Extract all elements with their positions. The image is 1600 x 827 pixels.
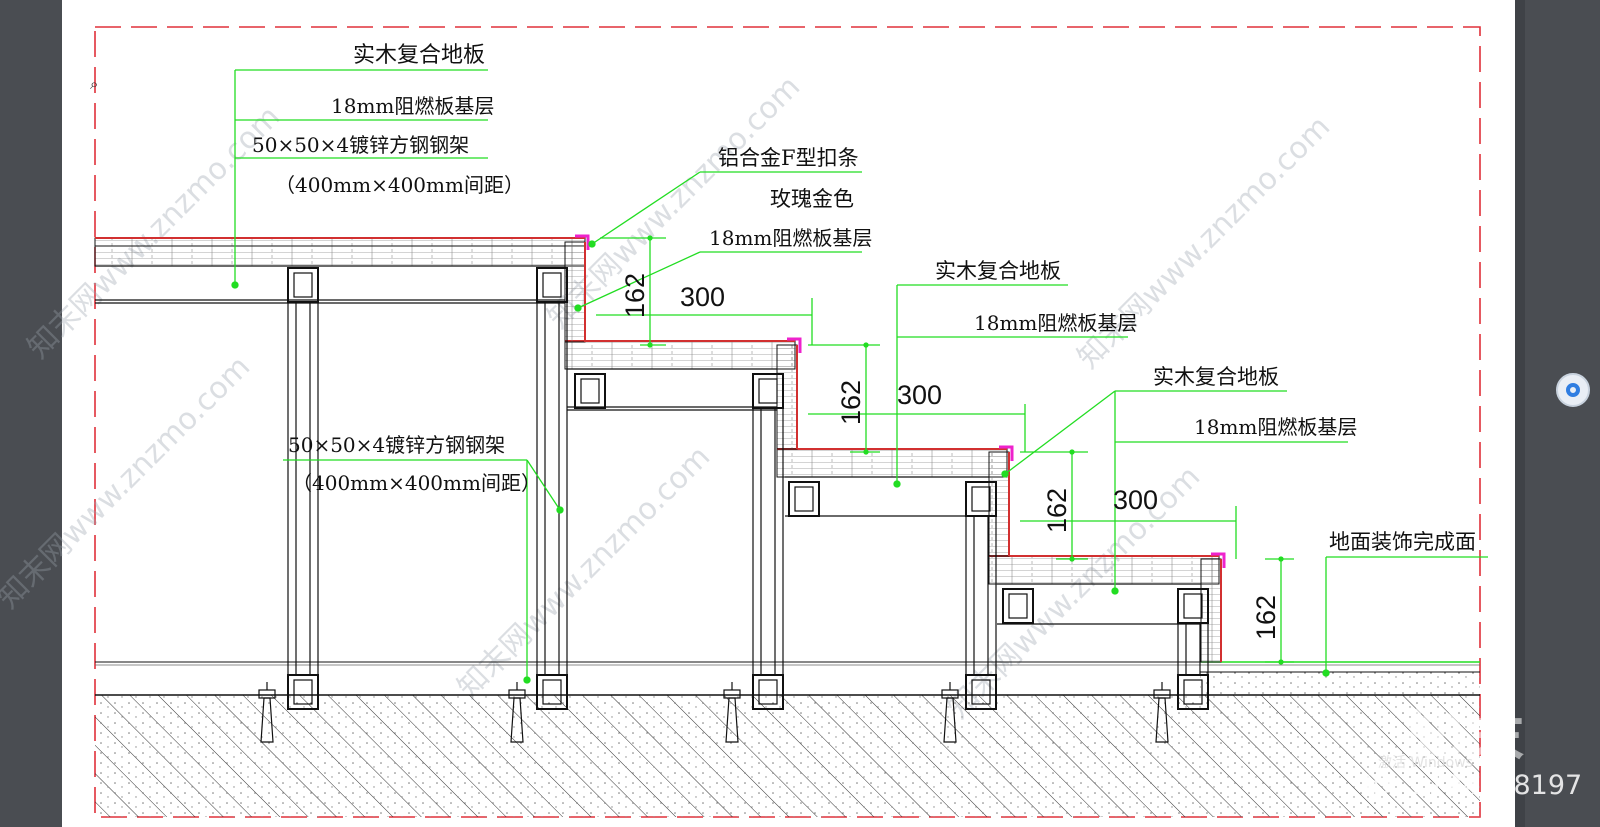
dim-tread-3: 300 xyxy=(1113,485,1158,515)
label-trim-color: 玫瑰金色 xyxy=(770,187,854,211)
label-low-frame: 50×50×4镀锌方钢钢架 xyxy=(288,433,505,457)
riser-layers xyxy=(564,241,1222,663)
dim-tread-2: 300 xyxy=(897,380,942,410)
label-step2-base: 18mm阻燃板基层 xyxy=(974,311,1137,335)
anchor-bolts xyxy=(258,682,1171,743)
dim-rise-3: 162 xyxy=(1042,488,1072,533)
annotations: 实木复合地板 18mm阻燃板基层 50×50×4镀锌方钢钢架 （400mm×40… xyxy=(252,43,1476,640)
label-top-floor: 实木复合地板 xyxy=(353,43,485,68)
steel-frame xyxy=(95,265,1209,710)
dim-rise-2: 162 xyxy=(836,380,866,425)
label-step2-floor: 实木复合地板 xyxy=(935,259,1061,283)
label-trim: 铝合金F型扣条 xyxy=(718,146,859,170)
zoom-icon[interactable]: ⌕ xyxy=(90,75,99,93)
floor-layers xyxy=(94,237,1220,585)
label-low-spacing: （400mm×400mm间距） xyxy=(292,471,541,495)
label-top-base: 18mm阻燃板基层 xyxy=(331,94,494,118)
dim-rise-4: 162 xyxy=(1251,595,1281,640)
label-top-spacing: （400mm×400mm间距） xyxy=(275,173,524,197)
scroll-track[interactable] xyxy=(1515,0,1525,827)
activate-windows-note: 激活 Windows xyxy=(1378,755,1473,771)
leader-lines xyxy=(231,69,1488,684)
brand-logo: 知末 xyxy=(1408,706,1528,771)
floating-action-button[interactable] xyxy=(1556,373,1590,407)
label-top-frame: 50×50×4镀锌方钢钢架 xyxy=(252,133,469,157)
label-step3-floor: 实木复合地板 xyxy=(1153,365,1279,389)
label-step3-base: 18mm阻燃板基层 xyxy=(1194,415,1357,439)
f-trim xyxy=(575,234,1226,568)
concrete-slab xyxy=(95,661,1480,817)
dim-tread-1: 300 xyxy=(680,282,725,312)
label-finish-floor: 地面装饰完成面 xyxy=(1329,530,1476,554)
image-id-label: ID: 1194238197 xyxy=(1364,770,1583,801)
circle-icon xyxy=(1566,383,1580,397)
label-riser-base: 18mm阻燃板基层 xyxy=(709,226,872,250)
dim-rise-1: 162 xyxy=(620,273,650,318)
dimension-lines xyxy=(596,235,1294,665)
